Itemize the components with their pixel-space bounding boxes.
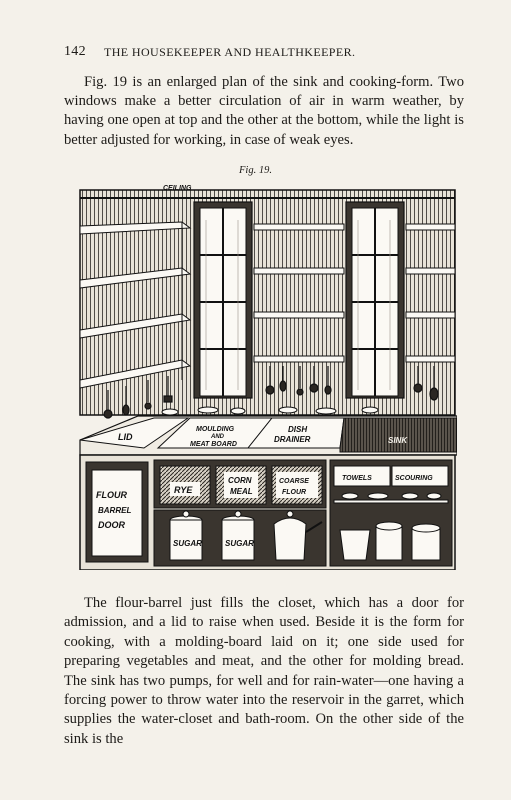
towels-drawer[interactable] <box>333 465 391 487</box>
kettle <box>273 510 323 561</box>
intro-paragraph: Fig. 19 is an enlarged plan of the sink … <box>64 74 464 148</box>
label-scouring: SCOURING <box>395 475 433 482</box>
label-door: DOOR <box>98 520 126 530</box>
shelves-right <box>405 223 456 363</box>
label-corn: CORN <box>228 476 252 485</box>
label-coarse: COARSE <box>279 478 309 485</box>
label-ceiling: CEILING <box>163 185 192 192</box>
label-moulding: MOULDING <box>196 426 235 433</box>
label-sugar-left: SUGAR <box>173 539 202 548</box>
shelves-middle <box>253 223 345 363</box>
label-sugar-right: SUGAR <box>225 539 254 548</box>
label-rye: RYE <box>174 485 193 495</box>
counter-dishes <box>161 406 379 416</box>
label-dish: DISH <box>288 425 307 434</box>
engraving-svg: CEILING <box>78 180 457 570</box>
page-number: 142 <box>64 44 86 59</box>
label-meal: MEAL <box>230 487 253 496</box>
label-lid: LID <box>118 432 133 442</box>
sink-basin <box>339 417 457 453</box>
label-flour-bin: FLOUR <box>282 489 306 496</box>
label-and: AND <box>210 434 225 440</box>
body-paragraph: The flour-barrel just fills the closet, … <box>64 595 464 747</box>
flour-barrel-door[interactable] <box>91 469 143 557</box>
under-sink-crockery <box>339 492 442 561</box>
figure-caption: Fig. 19. <box>239 165 272 176</box>
lid-board <box>79 417 190 449</box>
label-towels: TOWELS <box>342 475 372 482</box>
kitchen-sink-engraving: CEILING <box>78 180 457 570</box>
label-barrel: BARREL <box>98 506 131 515</box>
scouring-drawer[interactable] <box>391 465 449 487</box>
hanging-utensils <box>103 366 439 419</box>
window-right <box>345 201 405 399</box>
sugar-jar-right <box>221 510 255 561</box>
page-header: 142 THE HOUSEKEEPER AND HEALTHKEEPER. <box>64 44 464 62</box>
label-meat-board: MEAT BOARD <box>190 441 237 448</box>
window-left <box>193 201 253 399</box>
label-drainer: DRAINER <box>274 435 311 444</box>
label-sink: SINK <box>388 436 408 445</box>
label-flour: FLOUR <box>96 490 127 500</box>
running-head: THE HOUSEKEEPER AND HEALTHKEEPER. <box>104 45 356 59</box>
sugar-jar-left <box>169 510 203 561</box>
shelves-left <box>79 221 192 389</box>
